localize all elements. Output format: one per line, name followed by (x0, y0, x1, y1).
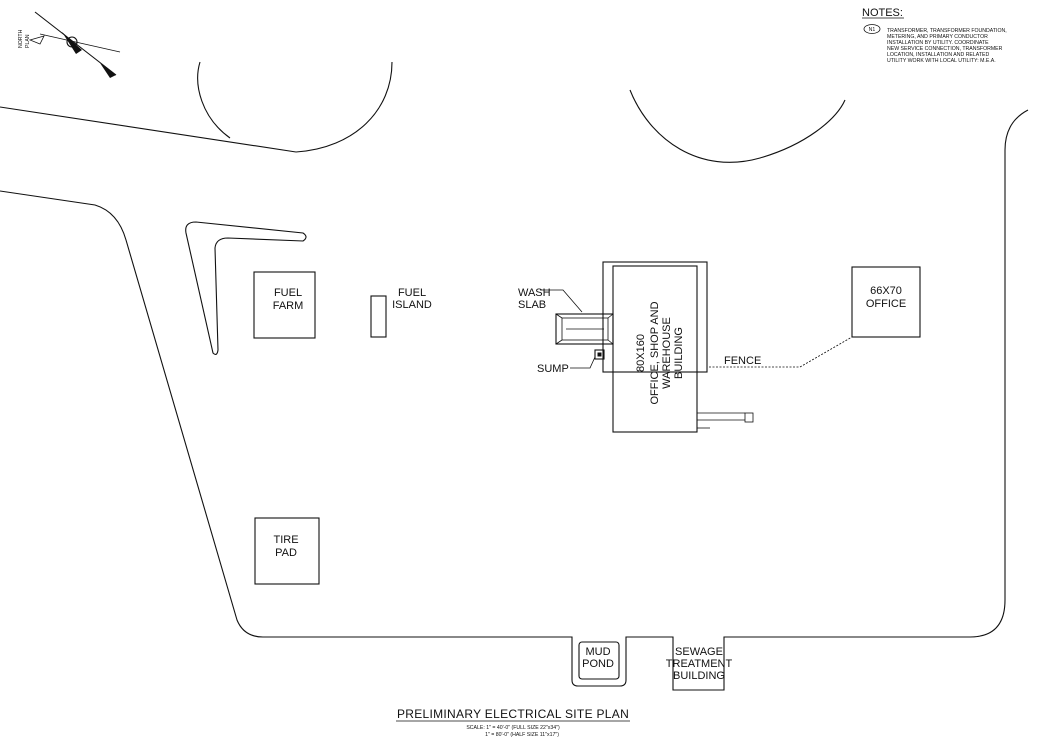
note-line: UTILITY WORK WITH LOCAL UTILITY: M.E.A. (887, 58, 996, 64)
tire-pad (254, 517, 320, 585)
fuel-farm (253, 271, 316, 339)
fuel-island-label: ISLAND (392, 299, 432, 311)
building-label: OFFICE, SHOP AND (649, 301, 661, 404)
tire-pad-label: PAD (275, 547, 297, 559)
wash-slab-label: SLAB (518, 299, 546, 311)
note-line: NEW SERVICE CONNECTION, TRANSFORMER (887, 46, 1003, 52)
north-arrow: NORTH PLAN (18, 11, 121, 78)
note-line: INSTALLATION BY UTILITY. COORDINATE (887, 40, 989, 46)
note-line: TRANSFORMER, TRANSFORMER FOUNDATION, (887, 28, 1007, 34)
fuel-farm-label: FARM (273, 300, 304, 312)
office-label: OFFICE (866, 298, 906, 310)
notes-block: NOTES: N1 TRANSFORMER, TRANSFORMER FOUND… (862, 7, 1007, 64)
notes-heading: NOTES: (862, 7, 903, 19)
roads (0, 61, 1029, 691)
scale-line: 1" = 80'-0" (HALF SIZE 11"x17") (485, 732, 559, 738)
wash-slab-label: WASH (518, 287, 551, 299)
note-marker: N1 (869, 27, 876, 33)
building-label: 80X160 (635, 334, 647, 372)
fuel-farm-label: FUEL (274, 287, 302, 299)
plan-label: PLAN (25, 34, 31, 48)
fuel-island-label: FUEL (398, 287, 426, 299)
note-line: LOCATION, INSTALLATION AND RELATED (887, 52, 989, 58)
drawing-title: PRELIMINARY ELECTRICAL SITE PLAN (397, 707, 629, 721)
sump-label: SUMP (537, 363, 569, 375)
north-label: NORTH (18, 29, 24, 48)
office-label: 66X70 (870, 285, 902, 297)
office-building (851, 266, 921, 338)
mud-pond-label: POND (582, 658, 614, 670)
building-label: BUILDING (673, 327, 685, 379)
fence (709, 336, 853, 368)
note-line: METERING, AND PRIMARY CONDUCTOR (887, 34, 988, 40)
title-block: PRELIMINARY ELECTRICAL SITE PLAN SCALE: … (396, 707, 630, 738)
sewage-label: BUILDING (673, 670, 725, 682)
tire-pad-label: TIRE (273, 534, 298, 546)
building-label: WAREHOUSE (661, 317, 673, 389)
mud-pond (578, 641, 620, 680)
main-building: 80X160 OFFICE, SHOP AND WAREHOUSE BUILDI… (602, 261, 754, 433)
wash-slab (540, 289, 614, 345)
sewage-label: TREATMENT (666, 658, 733, 670)
fuel-spur (185, 221, 307, 355)
sump (570, 349, 605, 369)
scale-line: SCALE: 1" = 40'-0" (FULL SIZE 22"x34") (466, 725, 560, 731)
fence-label: FENCE (724, 355, 761, 367)
sewage-label: SEWAGE (675, 646, 723, 658)
mud-pond-label: MUD (585, 646, 610, 658)
fuel-island (370, 295, 387, 338)
